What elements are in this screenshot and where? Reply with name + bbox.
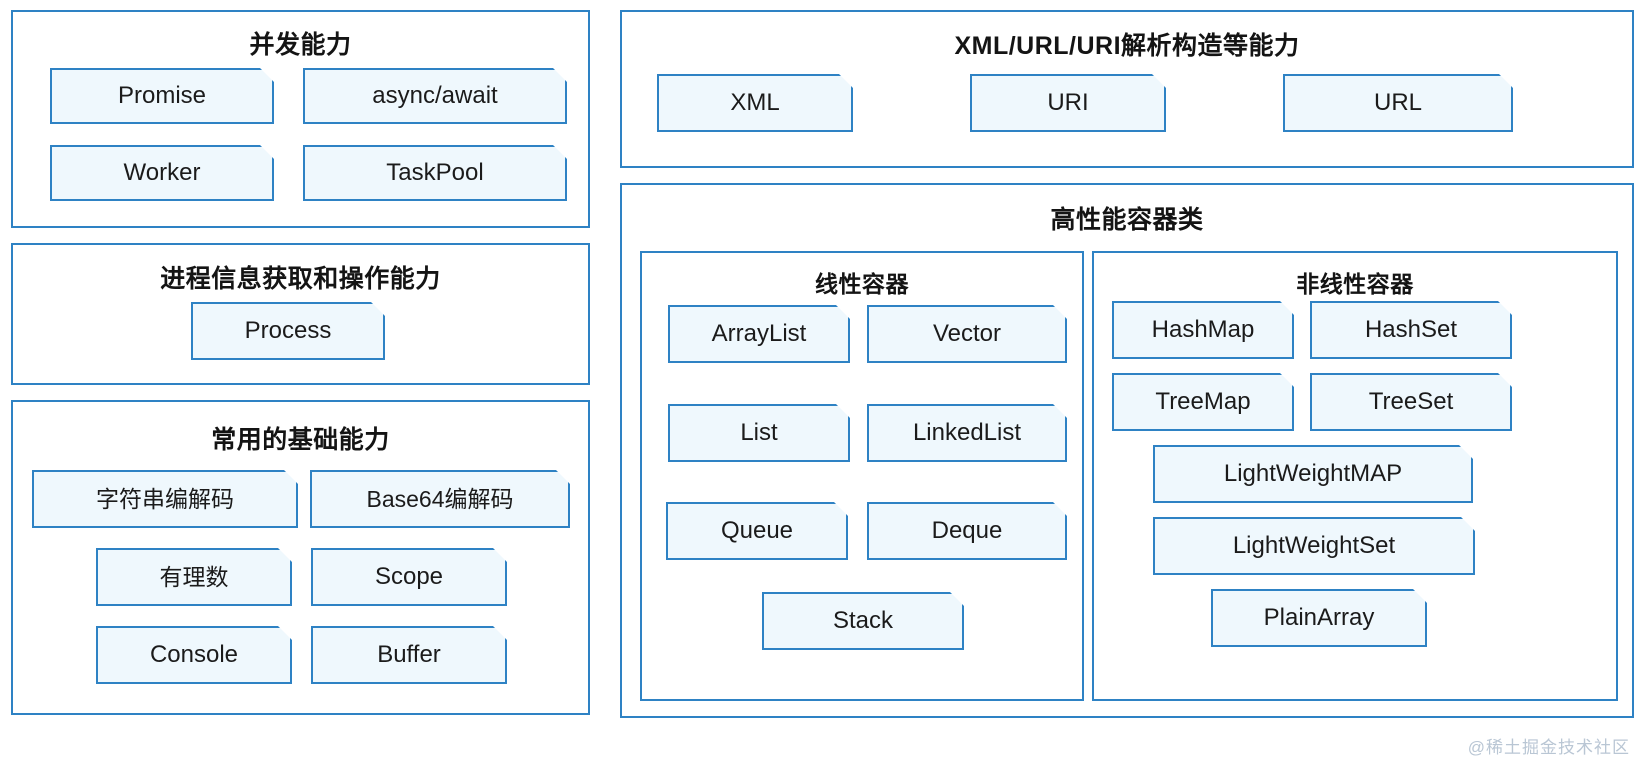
- panel-process-title: 进程信息获取和操作能力: [160, 265, 441, 293]
- panel-concurrency: 并发能力 Promise async/await Worker TaskPool: [11, 10, 590, 228]
- node-list[interactable]: List: [668, 404, 850, 462]
- node-arraylist[interactable]: ArrayList: [668, 305, 850, 363]
- node-console[interactable]: Console: [96, 626, 292, 684]
- panel-containers: 高性能容器类 线性容器 ArrayList Vector List Linked…: [620, 183, 1634, 718]
- panel-linear-containers-title: 线性容器: [815, 271, 909, 297]
- node-base64-codec[interactable]: Base64编解码: [310, 470, 570, 528]
- node-stack[interactable]: Stack: [762, 592, 964, 650]
- panel-nonlinear-containers: 非线性容器 HashMap HashSet TreeMap TreeSet Li…: [1092, 251, 1618, 701]
- node-buffer[interactable]: Buffer: [311, 626, 507, 684]
- panel-nonlinear-containers-title: 非线性容器: [1296, 271, 1414, 297]
- panel-linear-containers: 线性容器 ArrayList Vector List LinkedList Qu…: [640, 251, 1084, 701]
- node-hashmap[interactable]: HashMap: [1112, 301, 1294, 359]
- node-promise[interactable]: Promise: [50, 68, 274, 124]
- node-xml[interactable]: XML: [657, 74, 853, 132]
- panel-process: 进程信息获取和操作能力 Process: [11, 243, 590, 385]
- node-rational-number[interactable]: 有理数: [96, 548, 292, 606]
- node-plainarray[interactable]: PlainArray: [1211, 589, 1427, 647]
- node-process[interactable]: Process: [191, 302, 385, 360]
- node-lightweightset[interactable]: LightWeightSet: [1153, 517, 1475, 575]
- node-vector[interactable]: Vector: [867, 305, 1067, 363]
- node-lightweightmap[interactable]: LightWeightMAP: [1153, 445, 1473, 503]
- node-scope[interactable]: Scope: [311, 548, 507, 606]
- watermark: @稀土掘金技术社区: [1467, 738, 1630, 757]
- node-url[interactable]: URL: [1283, 74, 1513, 132]
- node-taskpool[interactable]: TaskPool: [303, 145, 567, 201]
- node-deque[interactable]: Deque: [867, 502, 1067, 560]
- node-treeset[interactable]: TreeSet: [1310, 373, 1512, 431]
- node-async-await[interactable]: async/await: [303, 68, 567, 124]
- panel-basic-title: 常用的基础能力: [211, 426, 390, 454]
- node-uri[interactable]: URI: [970, 74, 1166, 132]
- node-treemap[interactable]: TreeMap: [1112, 373, 1294, 431]
- panel-containers-title: 高性能容器类: [1050, 206, 1204, 234]
- node-queue[interactable]: Queue: [666, 502, 848, 560]
- panel-basic: 常用的基础能力 字符串编解码 Base64编解码 有理数 Scope Conso…: [11, 400, 590, 715]
- node-worker[interactable]: Worker: [50, 145, 274, 201]
- panel-concurrency-title: 并发能力: [249, 31, 352, 59]
- panel-parsing-title: XML/URL/URI解析构造等能力: [954, 32, 1300, 60]
- node-string-codec[interactable]: 字符串编解码: [32, 470, 298, 528]
- node-hashset[interactable]: HashSet: [1310, 301, 1512, 359]
- panel-parsing: XML/URL/URI解析构造等能力 XML URI URL: [620, 10, 1634, 168]
- node-linkedlist[interactable]: LinkedList: [867, 404, 1067, 462]
